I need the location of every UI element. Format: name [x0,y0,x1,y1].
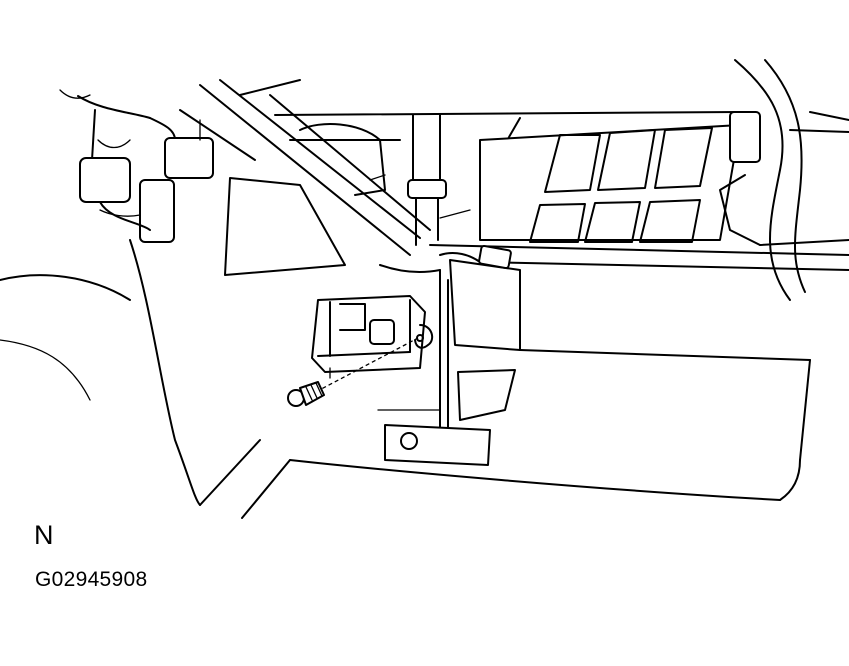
mounting-screw[interactable] [287,337,419,407]
cross-member-pipes [179,79,431,256]
figure-code: G02945908 [35,568,148,591]
harness-connector [77,95,175,243]
instrument-panel-left-section [0,117,291,519]
vertical-pipe [407,114,447,246]
vent-grille [479,124,741,243]
control-module[interactable] [311,295,434,379]
left-bracket-panel [224,123,386,276]
misc-detail-lines [59,89,471,219]
right-duct-pipe [719,59,849,301]
mounting-bracket [379,245,521,431]
dash-lower-member [289,244,849,501]
lower-bracket-tab [377,409,491,466]
orientation-label: N [34,520,54,550]
